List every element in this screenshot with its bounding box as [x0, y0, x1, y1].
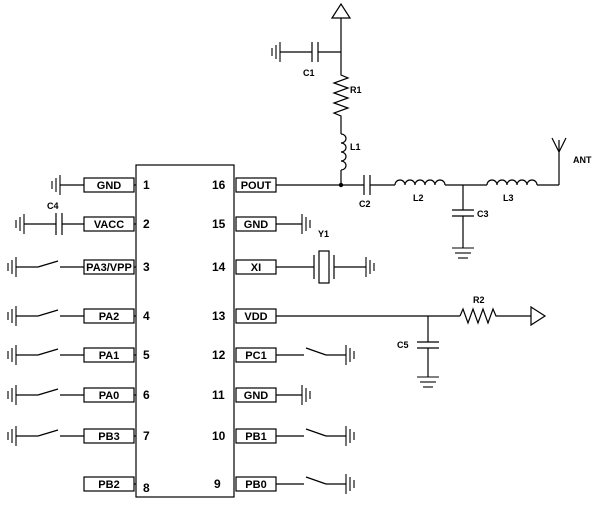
pin12-label: PC1	[245, 350, 266, 362]
pin4-label: PA2	[99, 311, 120, 323]
c3-capacitor-icon	[452, 185, 474, 248]
c4-capacitor-icon	[24, 213, 84, 235]
y1-crystal-icon	[276, 250, 366, 284]
c3-ground-icon	[452, 247, 474, 259]
pin5-label: PA1	[99, 350, 120, 362]
left-pins	[83, 177, 136, 492]
pin9-number: 9	[214, 477, 221, 491]
y1-ground-icon	[365, 257, 375, 277]
r2-resistor-icon	[459, 305, 547, 327]
c4-label: C4	[47, 201, 59, 211]
l1-inductor-icon	[340, 124, 347, 185]
pout-wire	[276, 182, 364, 188]
right-pins	[235, 177, 277, 492]
pin11-number: 11	[212, 388, 225, 402]
pin7-label: PB3	[98, 431, 119, 443]
pin7-number: 7	[143, 429, 150, 443]
pin11-label: GND	[244, 390, 269, 402]
c5-label: C5	[397, 340, 409, 350]
pin5-switch-icon	[7, 345, 84, 365]
pin3-number: 3	[143, 260, 150, 274]
top-supply-wire	[318, 2, 352, 67]
pin1-label: GND	[97, 180, 122, 192]
pin8-label: PB2	[98, 479, 119, 491]
pin2-ground-icon	[15, 214, 25, 234]
pin1-number: 1	[143, 178, 150, 192]
c1-ground-icon	[271, 42, 281, 62]
l2-inductor-icon	[394, 179, 487, 186]
c1-label: C1	[303, 68, 315, 78]
c3-label: C3	[477, 209, 489, 219]
pin5-number: 5	[143, 348, 150, 362]
c5-capacitor-icon	[417, 341, 439, 377]
pin16-label: POUT	[241, 180, 272, 192]
pin13-label: VDD	[244, 311, 267, 323]
pin12-number: 12	[212, 348, 226, 362]
pin6-number: 6	[143, 388, 150, 402]
pin15-label: GND	[244, 219, 269, 231]
vdd-wire	[276, 315, 460, 342]
pin9-label: PB0	[245, 479, 266, 491]
pin13-number: 13	[212, 309, 226, 323]
pin2-number: 2	[143, 217, 150, 231]
c5-ground-icon	[417, 376, 439, 388]
pin16-number: 16	[212, 178, 226, 192]
pin2-label: VACC	[94, 219, 124, 231]
pin12-switch-icon	[276, 345, 355, 365]
pin7-switch-icon	[7, 426, 84, 446]
pin8-number: 8	[143, 481, 150, 495]
pin6-switch-icon	[7, 385, 84, 405]
pin9-switch-icon	[276, 474, 355, 494]
pin14-number: 14	[212, 260, 226, 274]
l3-inductor-icon	[486, 179, 559, 186]
pin14-label: XI	[251, 262, 261, 274]
l3-label: L3	[503, 193, 514, 203]
pin10-label: PB1	[245, 431, 266, 443]
pin10-switch-icon	[276, 426, 355, 446]
pin6-label: PA0	[99, 390, 120, 402]
l1-label: L1	[350, 142, 361, 152]
pin15-number: 15	[212, 217, 226, 231]
l2-label: L2	[413, 193, 424, 203]
pin3-label: PA3/VPP	[86, 262, 132, 274]
r2-label: R2	[473, 295, 485, 305]
pin3-switch-icon	[7, 257, 84, 277]
pin4-number: 4	[143, 309, 150, 323]
pin4-switch-icon	[7, 306, 84, 326]
r1-label: R1	[350, 85, 362, 95]
c2-capacitor-icon	[363, 175, 395, 195]
pin15-ground-icon	[276, 214, 311, 234]
pin11-ground-icon	[276, 385, 311, 405]
pin1-ground-icon	[51, 175, 84, 195]
c1-capacitor-icon	[280, 42, 319, 62]
antenna-icon	[551, 137, 567, 185]
y1-label: Y1	[318, 229, 329, 239]
pin10-number: 10	[212, 429, 226, 443]
r1-resistor-icon	[332, 67, 350, 124]
c2-label: C2	[359, 199, 371, 209]
antenna-label: ANT	[573, 155, 592, 165]
ic-body	[135, 164, 235, 498]
